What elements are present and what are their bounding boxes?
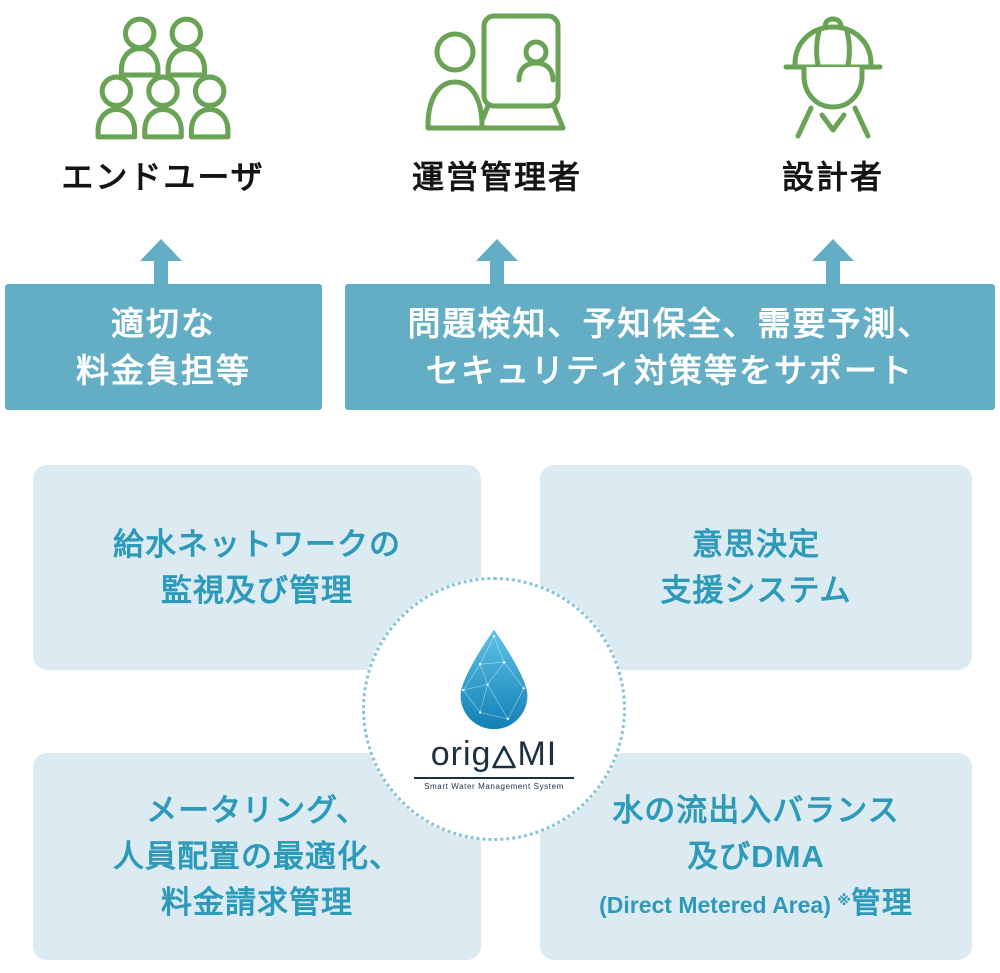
persona-label: 設計者: [781, 159, 884, 195]
box-line: 水の流出入バランス: [612, 793, 900, 828]
logo-text-suffix: MI: [517, 735, 558, 773]
persona-label: エンドユーザ: [61, 159, 265, 195]
logo-subtitle: Smart Water Management System: [424, 782, 564, 791]
logo-wordmark: orig MI: [431, 735, 557, 774]
up-arrow-icon: [140, 239, 182, 284]
function-box-water-balance-dma: 水の流出入バランス 及びDMA (Direct Metered Area) ※管…: [540, 753, 972, 960]
logo-text-prefix: orig: [430, 735, 492, 773]
function-box-network-monitoring: 給水ネットワークの 監視及び管理: [33, 465, 481, 670]
benefit-banner-manager-designer: 問題検知、予知保全、需要予測、 セキュリティ対策等をサポート: [345, 284, 995, 410]
up-arrow-icon: [812, 239, 854, 284]
designer-hardhat-icon: [771, 6, 895, 140]
logo-underline: [414, 777, 574, 779]
reference-mark: ※: [837, 892, 851, 908]
water-drop-logo-icon: [451, 627, 537, 731]
box-line: 及びDMA: [687, 839, 825, 874]
persona-operations-manager: 運営管理者: [372, 6, 622, 198]
persona-end-user: エンドユーザ: [38, 6, 288, 198]
benefit-banner-end-user: 適切な 料金負担等: [5, 284, 322, 410]
operations-manager-icon: [422, 6, 572, 140]
box-line: 意思決定: [692, 526, 820, 562]
box-subline: (Direct Metered Area) ※管理: [599, 880, 913, 925]
box-line: 人員配置の最適化、: [113, 838, 401, 874]
persona-label: 運営管理者: [411, 159, 582, 195]
box-line: メータリング、: [146, 792, 368, 828]
dma-expansion-text: (Direct Metered Area): [599, 892, 831, 918]
origami-logo-circle: orig MI Smart Water Management System: [362, 577, 626, 841]
function-box-decision-support: 意思決定 支援システム: [540, 465, 972, 670]
box-line: 監視及び管理: [161, 572, 353, 608]
logo-letter-a-triangle-icon: [492, 744, 517, 770]
persona-designer: 設計者: [708, 6, 958, 198]
banner-line: 問題検知、予知保全、需要予測、: [407, 305, 933, 342]
box-line: 給水ネットワークの: [113, 526, 401, 562]
dma-note-text: 管理: [850, 887, 913, 920]
box-line: 料金請求管理: [161, 884, 353, 920]
end-users-group-icon: [92, 6, 234, 140]
banner-line: 適切な: [111, 305, 216, 342]
banner-line: セキュリティ対策等をサポート: [425, 352, 915, 389]
up-arrow-icon: [476, 239, 518, 284]
box-line: 支援システム: [660, 572, 852, 608]
banner-line: 料金負担等: [76, 352, 251, 389]
